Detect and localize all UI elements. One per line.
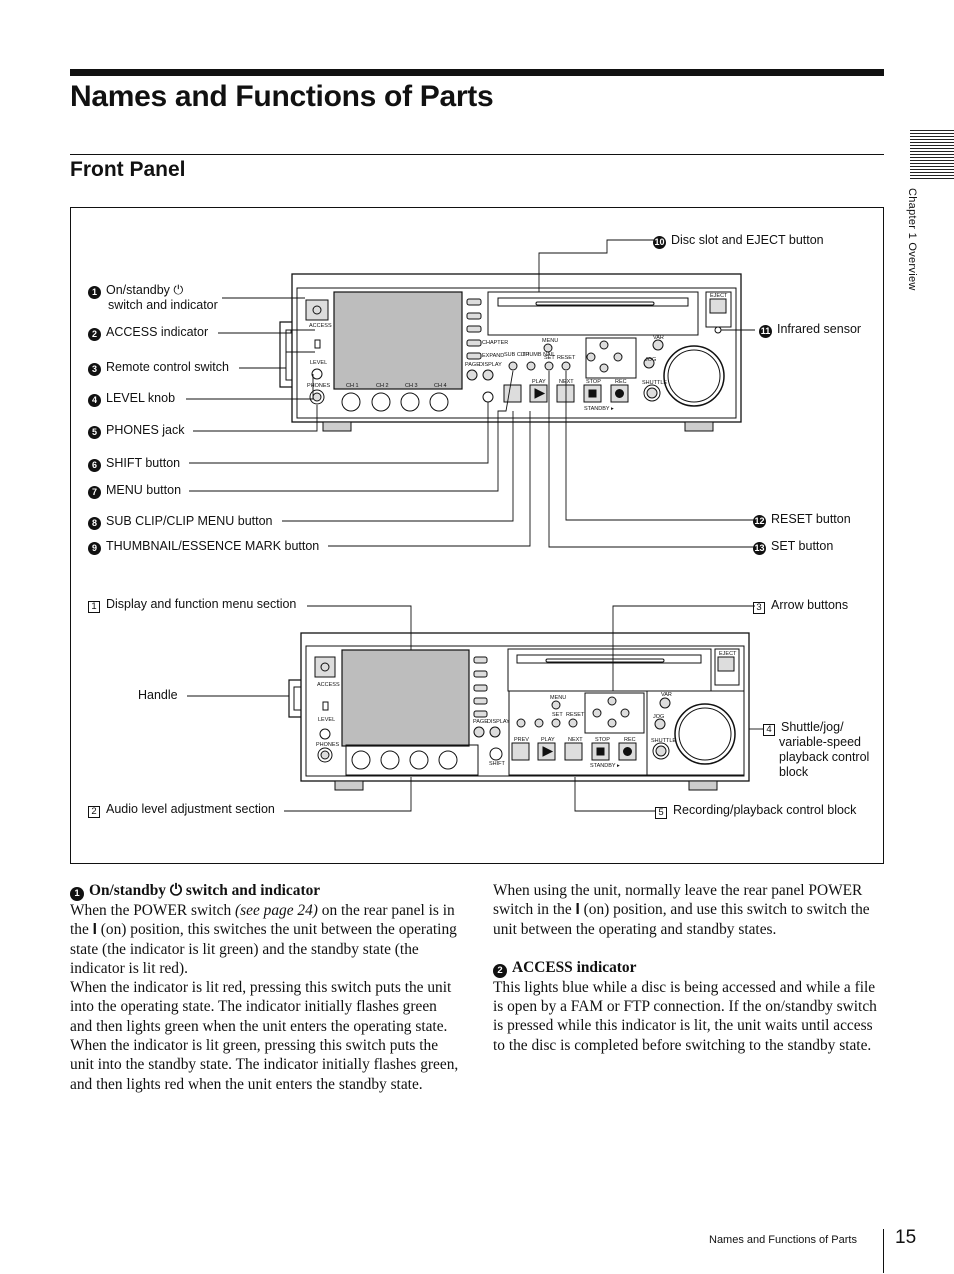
dev-rec: REC <box>615 379 627 385</box>
dev-thumb: THUMB NAIL <box>522 352 555 358</box>
dev-chapter: CHAPTER <box>482 340 508 346</box>
title-rule <box>70 69 884 76</box>
dev-menu: MENU <box>542 338 558 344</box>
dev2-stop: STOP <box>595 737 610 743</box>
dev-standby: STANDBY ▸ <box>584 406 614 412</box>
dev2-page: PAGE <box>473 719 488 725</box>
footer-rule <box>883 1229 884 1273</box>
dev-ch2: CH 2 <box>376 383 389 389</box>
dev2-prev: PREV <box>514 737 529 743</box>
device-upper-labels: EJECT ACCESS LEVEL PHONES CH 1 CH 2 CH 3… <box>307 293 728 412</box>
dev-reset: RESET <box>557 355 576 361</box>
dev-expand: EXPAND <box>482 353 504 359</box>
handle-label: Handle <box>138 688 178 702</box>
section-rule <box>70 154 884 155</box>
dev2-shuttle: SHUTTLE <box>651 738 676 744</box>
dev-stop: STOP <box>586 379 601 385</box>
front-panel-figure: EJECT ACCESS LEVEL PHONES CH 1 CH 2 CH 3… <box>70 207 884 864</box>
dev-next: NEXT <box>559 379 574 385</box>
section-title: Front Panel <box>70 158 186 181</box>
dev-level: LEVEL <box>310 360 327 366</box>
dev2-rec: REC <box>624 737 636 743</box>
dev-play: PLAY <box>532 379 546 385</box>
dev2-reset: RESET <box>566 712 585 718</box>
dev-display: DISPLAY <box>479 362 502 368</box>
section-2-para-1: This lights blue while a disc is being a… <box>493 978 877 1054</box>
device-lower-labels: EJECT ACCESS LEVEL PHONES MENU SET RESET… <box>316 651 737 769</box>
block-4-line2: variable-speed <box>779 735 861 749</box>
front-panel-illustration: EJECT ACCESS LEVEL PHONES CH 1 CH 2 CH 3… <box>186 239 763 812</box>
footer-title: Names and Functions of Parts <box>709 1234 857 1246</box>
device-upper <box>279 273 742 432</box>
dev2-menu: MENU <box>550 695 566 701</box>
dev-set: SET <box>544 355 555 361</box>
dev-ch4: CH 4 <box>434 383 447 389</box>
section-right-text: When using the unit, normally leave the … <box>493 881 887 1055</box>
leader-lines <box>186 239 763 812</box>
chapter-tab-stripes <box>910 130 954 180</box>
dev2-shift: SHIFT <box>489 761 506 767</box>
dev-access: ACCESS <box>309 323 332 329</box>
device-lower <box>288 632 750 791</box>
dev2-level: LEVEL <box>318 717 335 723</box>
dev-ch1: CH 1 <box>346 383 359 389</box>
dev2-play: PLAY <box>541 737 555 743</box>
dev2-access: ACCESS <box>317 682 340 688</box>
dev-phones: PHONES <box>307 383 331 389</box>
dev2-standby: STANDBY ▸ <box>590 763 620 769</box>
section-1-para-3: When the indicator is lit green, pressin… <box>70 1037 459 1093</box>
page-ref-link[interactable]: (see page 24) <box>235 902 318 919</box>
dev2-eject: EJECT <box>719 651 737 657</box>
dev2-var: VAR <box>661 692 672 698</box>
dev-jog: JOG <box>645 357 656 363</box>
chapter-tab-label: Chapter 1 Overview <box>906 188 918 291</box>
page-title: Names and Functions of Parts <box>70 80 494 113</box>
dev-page: PAGE <box>465 362 480 368</box>
dev2-phones: PHONES <box>316 742 340 748</box>
section-1-para-2: When the indicator is lit red, pressing … <box>70 979 452 1035</box>
page-number: 15 <box>895 1227 917 1248</box>
section-1-para-1: When the POWER switch (see page 24) on t… <box>70 902 457 977</box>
block-4-line3: playback control <box>779 750 870 764</box>
dev2-jog: JOG <box>653 714 664 720</box>
dev-shuttle: SHUTTLE <box>642 380 667 386</box>
right-para-1: When using the unit, normally leave the … <box>493 882 870 938</box>
dev-eject: EJECT <box>710 293 728 299</box>
callout-1-line2: switch and indicator <box>108 298 218 312</box>
dev2-display: DISPLAY <box>487 719 510 725</box>
dev-subclip: SUB CLIP <box>504 352 529 358</box>
dev2-set: SET <box>552 712 563 718</box>
dev-ch3: CH 3 <box>405 383 418 389</box>
block-4-line4: block <box>779 765 809 779</box>
dev2-next: NEXT <box>568 737 583 743</box>
dev-var: VAR <box>653 335 664 341</box>
